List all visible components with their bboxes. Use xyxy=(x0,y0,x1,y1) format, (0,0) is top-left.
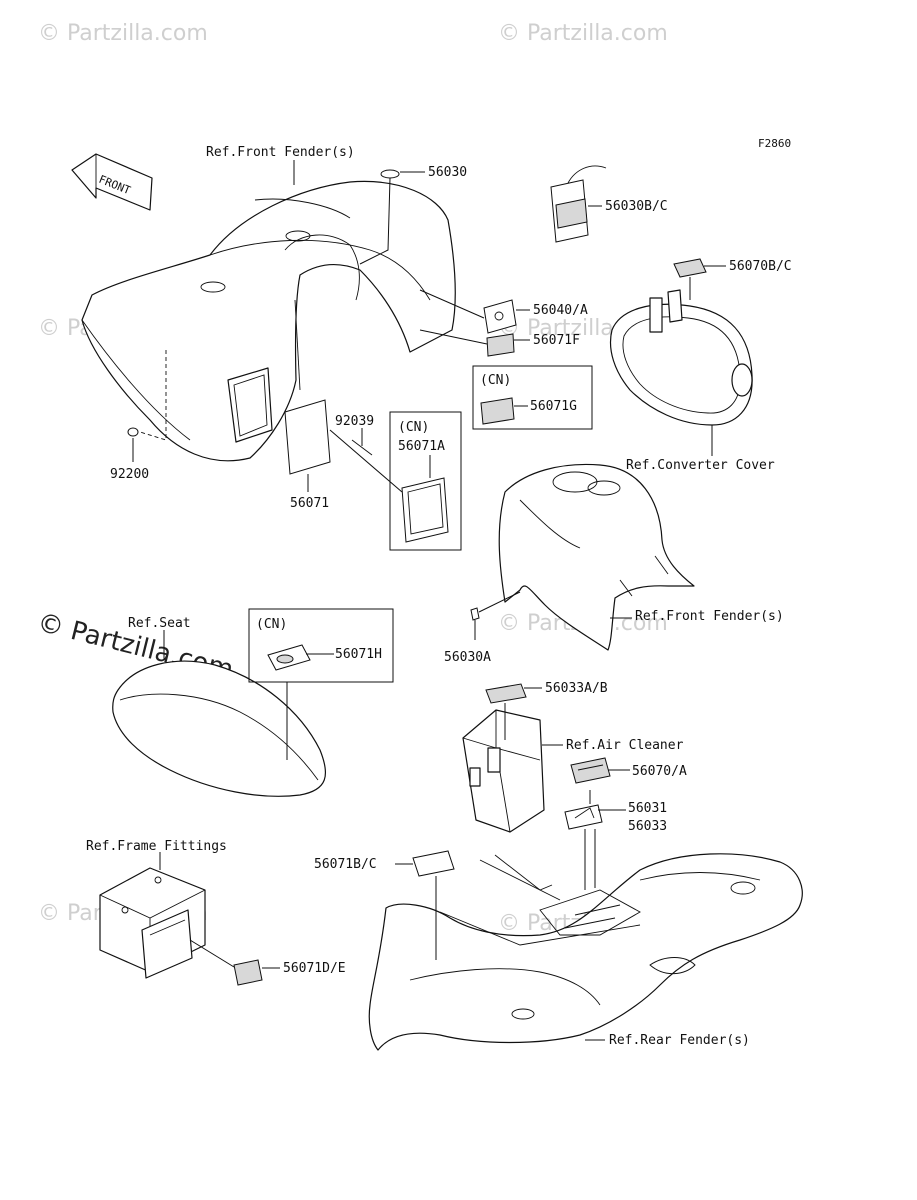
ref-air-cleaner: Ref.Air Cleaner xyxy=(566,738,684,753)
label-56030: 56030 xyxy=(428,165,467,180)
figure-code: F2860 xyxy=(758,137,791,150)
cn-label-h: (CN) xyxy=(256,617,287,632)
front-arrow-icon: FRONT xyxy=(71,153,153,211)
label-56070bc: 56070B/C xyxy=(729,259,792,274)
part-56071: 56071 xyxy=(284,399,331,511)
watermark-2: © Partzilla.com xyxy=(498,21,668,46)
part-56030a: 56030A xyxy=(444,591,521,665)
rear-fender xyxy=(368,853,803,1051)
label-56071de: 56071D/E xyxy=(283,961,346,976)
part-56033ab: 56033A/B xyxy=(485,681,608,740)
converter-cover xyxy=(609,289,753,426)
label-92200: 92200 xyxy=(110,467,149,482)
part-56070a: 56070/A xyxy=(570,757,687,784)
cn-label-a: (CN) xyxy=(398,420,429,435)
ref-rear-fender: Ref.Rear Fender(s) xyxy=(609,1033,750,1048)
part-92200: 92200 xyxy=(110,350,167,482)
cn-label-g: (CN) xyxy=(480,373,511,388)
label-56071f: 56071F xyxy=(533,333,580,348)
air-cleaner xyxy=(462,709,545,833)
label-56071g: 56071G xyxy=(530,399,577,414)
label-56040a: 56040/A xyxy=(533,303,588,318)
ref-front-fender-top: Ref.Front Fender(s) xyxy=(206,145,355,160)
ref-converter-cover: Ref.Converter Cover xyxy=(626,458,775,473)
part-92039: 92039 xyxy=(335,414,374,456)
label-56030a: 56030A xyxy=(444,650,491,665)
part-56071de: 56071D/E xyxy=(189,939,346,986)
label-56071h: 56071H xyxy=(335,647,382,662)
part-56071g-box: (CN) 56071G xyxy=(472,365,593,430)
ref-seat: Ref.Seat xyxy=(128,616,191,631)
part-56030bc: 56030B/C xyxy=(550,165,668,243)
part-56071h-box: (CN) 56071H xyxy=(248,608,394,683)
label-56070a: 56070/A xyxy=(632,764,687,779)
front-fender-mid xyxy=(498,463,695,651)
label-92039: 92039 xyxy=(335,414,374,429)
part-56071f: 56071F xyxy=(419,329,580,357)
label-56071a: 56071A xyxy=(398,439,445,454)
watermark-1: © Partzilla.com xyxy=(38,21,208,46)
part-56030: 56030 xyxy=(359,165,467,265)
frame-fittings xyxy=(99,867,206,979)
front-fender-top xyxy=(81,180,456,462)
label-56033ab: 56033A/B xyxy=(545,681,608,696)
part-56040a: 56040/A xyxy=(419,289,588,334)
label-56031: 56031 xyxy=(628,801,667,816)
part-56071a-box: (CN) 56071A xyxy=(389,411,462,551)
label-56030bc: 56030B/C xyxy=(605,199,668,214)
label-56071bc: 56071B/C xyxy=(314,857,377,872)
label-56033: 56033 xyxy=(628,819,667,834)
label-56071: 56071 xyxy=(290,496,329,511)
part-56031-56033: 56031 56033 xyxy=(564,790,667,834)
ref-front-fender-mid: Ref.Front Fender(s) xyxy=(635,609,784,624)
ref-frame-fittings: Ref.Frame Fittings xyxy=(86,839,227,854)
part-56070bc: 56070B/C xyxy=(673,258,792,300)
seat xyxy=(112,660,327,797)
part-56071bc: 56071B/C xyxy=(314,850,455,960)
